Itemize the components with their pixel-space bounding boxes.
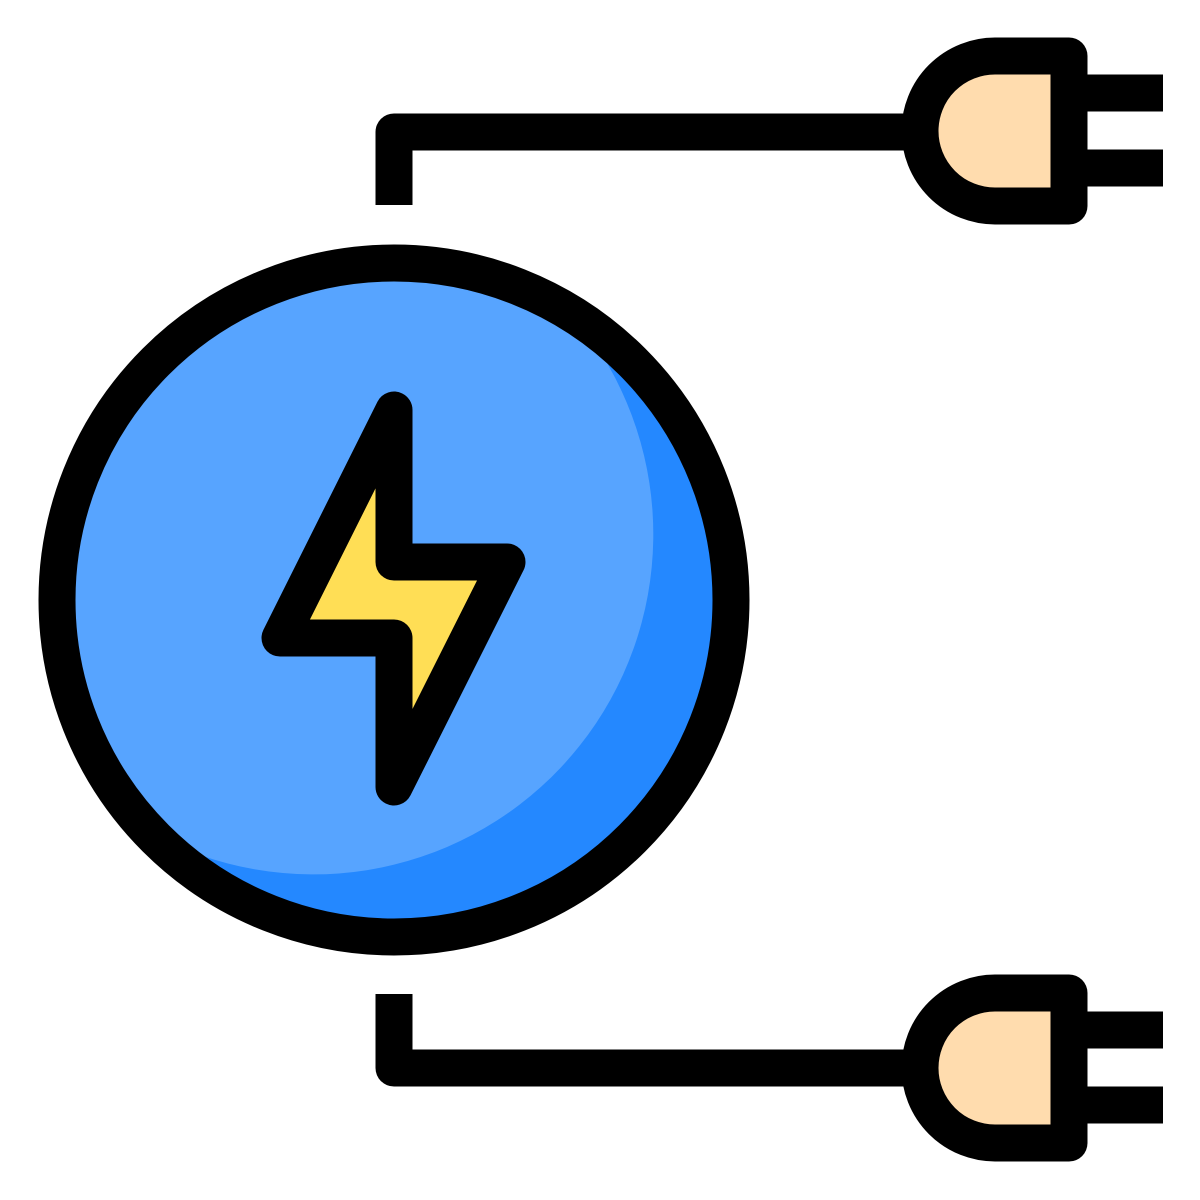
plug-body [901, 974, 1088, 1162]
top-cable [375, 113, 912, 205]
plug-body [901, 37, 1088, 225]
lightning-bolt-icon [261, 391, 526, 806]
top-plug-icon [901, 37, 1163, 225]
bottom-cable [375, 994, 912, 1087]
bottom-plug-icon [901, 974, 1163, 1162]
